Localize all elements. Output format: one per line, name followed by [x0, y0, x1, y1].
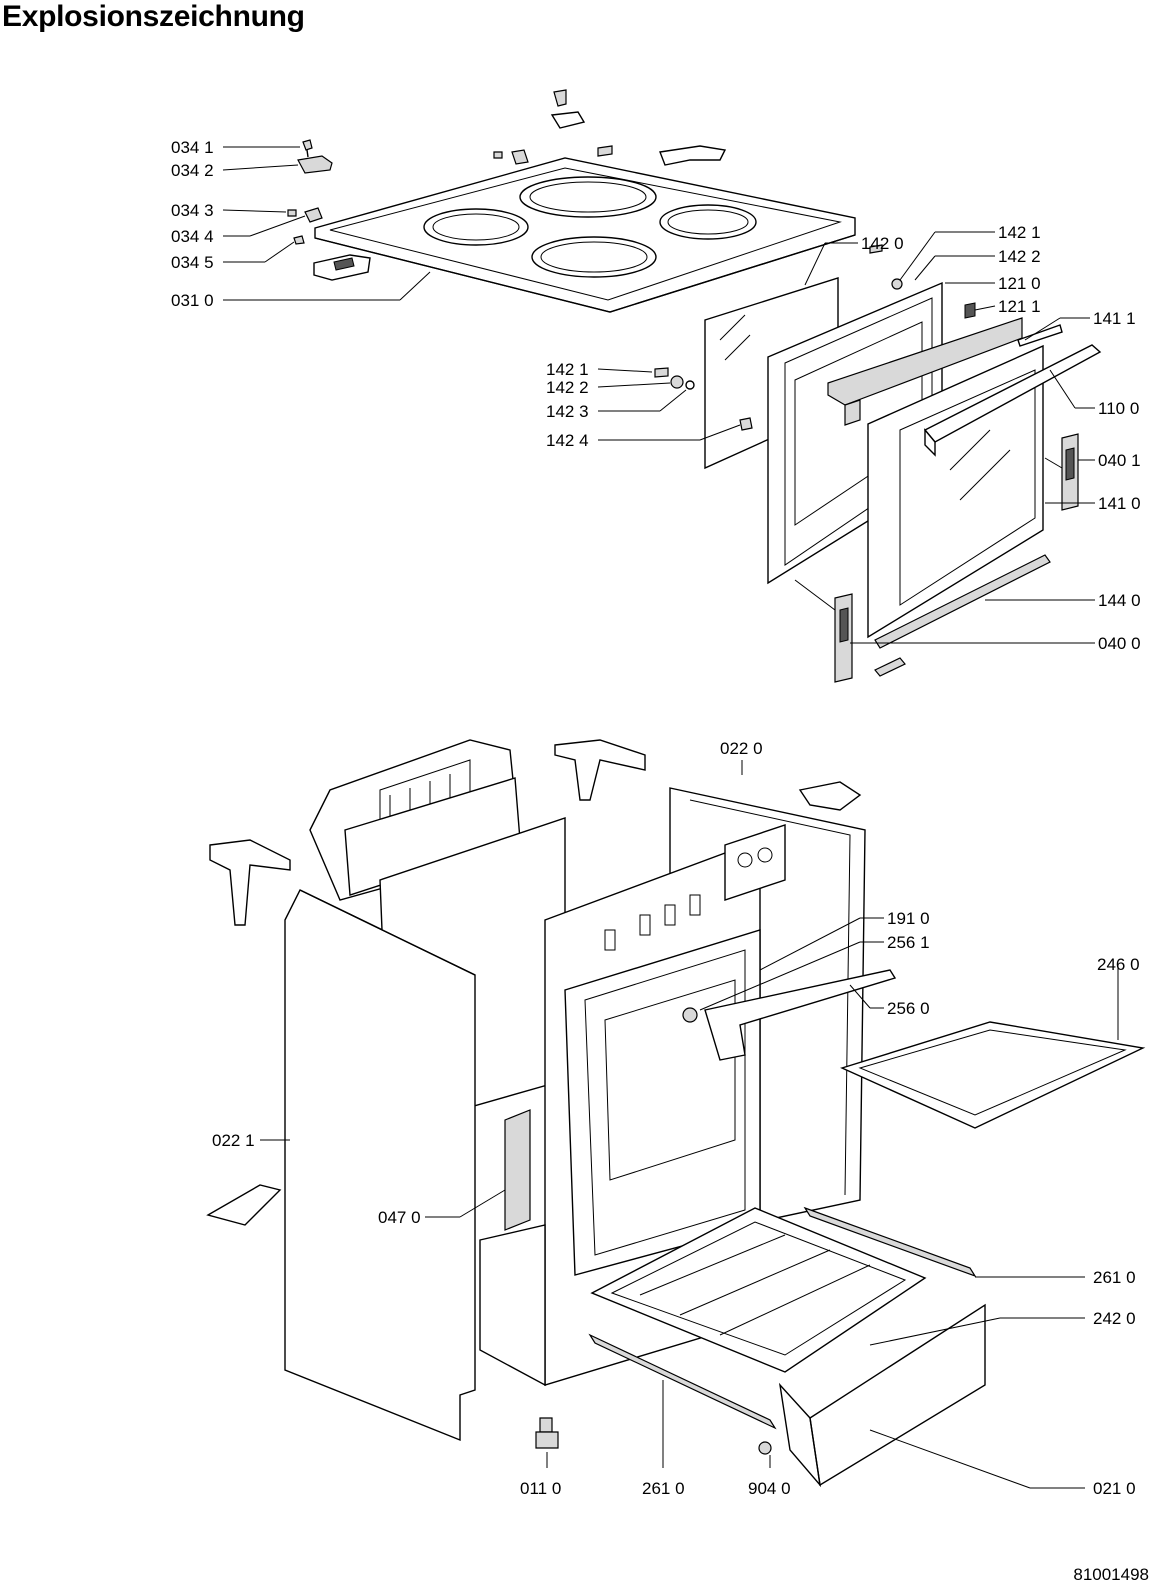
label-142-1-top: 142 1 — [998, 223, 1041, 242]
label-121-1: 121 1 — [998, 297, 1041, 316]
label-034-3: 034 3 — [171, 201, 214, 220]
label-142-2-left: 142 2 — [546, 378, 589, 397]
document-number: 81001498 — [1073, 1565, 1149, 1584]
label-191-0: 191 0 — [887, 909, 930, 928]
label-261-0-right: 261 0 — [1093, 1268, 1136, 1287]
label-246-0: 246 0 — [1097, 955, 1140, 974]
page-title: Explosionszeichnung — [2, 0, 305, 33]
label-022-1: 022 1 — [212, 1131, 255, 1150]
label-141-1: 141 1 — [1093, 309, 1136, 328]
label-040-1: 040 1 — [1098, 451, 1141, 470]
label-142-4: 142 4 — [546, 431, 589, 450]
label-034-4: 034 4 — [171, 227, 214, 246]
door-assembly — [654, 244, 1102, 683]
label-031-0: 031 0 — [171, 291, 214, 310]
label-256-1: 256 1 — [887, 933, 930, 952]
label-144-0: 144 0 — [1098, 591, 1141, 610]
label-110-0: 110 0 — [1098, 399, 1139, 418]
label-242-0: 242 0 — [1093, 1309, 1136, 1328]
label-034-2: 034 2 — [171, 161, 214, 180]
label-142-1-left: 142 1 — [546, 360, 589, 379]
screw-icon — [302, 139, 313, 151]
label-141-0: 141 0 — [1098, 494, 1141, 513]
cooktop-assembly — [287, 89, 856, 313]
label-047-0: 047 0 — [378, 1208, 421, 1227]
label-011-0: 011 0 — [520, 1479, 561, 1498]
label-256-0: 256 0 — [887, 999, 930, 1018]
label-022-0: 022 0 — [720, 739, 763, 758]
label-904-0: 904 0 — [748, 1479, 791, 1498]
label-040-0: 040 0 — [1098, 634, 1141, 653]
label-034-1: 034 1 — [171, 138, 214, 157]
label-034-5: 034 5 — [171, 253, 214, 272]
label-142-2-top: 142 2 — [998, 247, 1041, 266]
part-labels: 034 1 034 2 034 3 034 4 034 5 031 0 142 … — [171, 138, 1141, 1498]
leader-lines — [222, 146, 1119, 1489]
label-261-0-bottom: 261 0 — [642, 1479, 685, 1498]
drawer-assembly — [588, 1021, 1146, 1488]
label-121-0: 121 0 — [998, 274, 1041, 293]
label-021-0: 021 0 — [1093, 1479, 1136, 1498]
label-142-0: 142 0 — [861, 234, 904, 253]
label-142-3: 142 3 — [546, 402, 589, 421]
